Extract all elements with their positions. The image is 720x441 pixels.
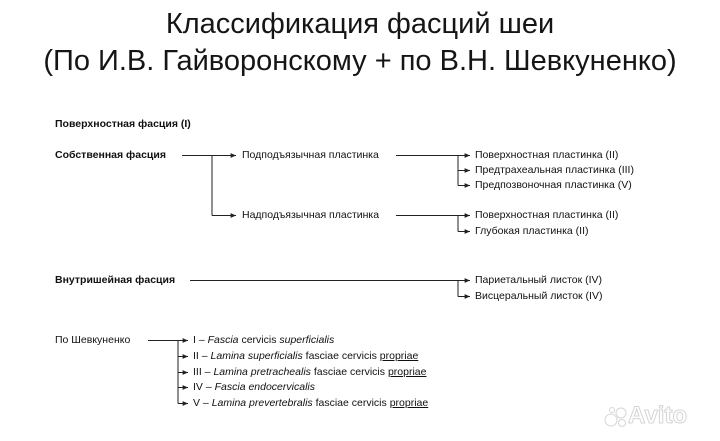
avito-watermark-text: Avito — [627, 402, 688, 430]
intracervical-fascia-label: Внутришейная фасция — [55, 274, 176, 286]
infrahyoid-item-2: Предтрахеальная пластинка (III) — [475, 164, 634, 176]
shevkunenko-item-5: V – Lamina prevertebralis fasciae cervic… — [193, 397, 429, 409]
shevkunenko-item-4: IV – Fascia endocervicalis — [193, 381, 315, 393]
intracervical-item-2: Висцеральный листок (IV) — [475, 290, 603, 302]
page-title: Классификация фасций шеи — [165, 8, 555, 40]
suprahyoid-plate-label: Надподъязычная пластинка — [242, 209, 380, 221]
shevkunenko-label: По Шевкуненко — [55, 334, 131, 346]
suprahyoid-item-1: Поверхностная пластинка (II) — [475, 209, 619, 221]
infrahyoid-item-1: Поверхностная пластинка (II) — [475, 149, 619, 161]
page-subtitle: (По И.В. Гайворонскому + по В.Н. Шевкуне… — [43, 45, 677, 77]
avito-watermark: Avito — [604, 401, 708, 431]
intracervical-item-1: Париетальный листок (IV) — [475, 274, 603, 286]
shevkunenko-item-1: I – Fascia cervicis superficialis — [193, 334, 335, 346]
suprahyoid-item-2: Глубокая пластинка (II) — [475, 225, 589, 237]
proper-fascia-label: Собственная фасция — [55, 149, 166, 161]
shevkunenko-item-3: III – Lamina pretrachealis fasciae cervi… — [193, 366, 427, 378]
shevkunenko-item-2: II – Lamina superficialis fasciae cervic… — [193, 350, 419, 362]
infrahyoid-item-3: Предпозвоночная пластинка (V) — [475, 179, 632, 191]
avito-logo-icon — [604, 407, 627, 427]
superficial-fascia-label: Поверхностная фасция (I) — [55, 118, 191, 130]
infrahyoid-plate-label: Подподъязычная пластинка — [242, 149, 379, 161]
